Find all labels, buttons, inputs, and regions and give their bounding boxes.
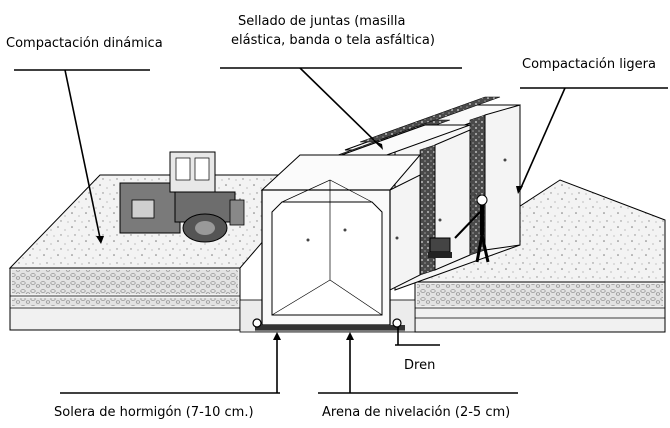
- drain-pipe-left-icon: [252, 318, 262, 328]
- label-sellado-line1: Sellado de juntas (masilla: [238, 14, 406, 29]
- label-sellado-line2: elástica, banda o tela asfáltica): [231, 33, 435, 48]
- box-culvert: [260, 96, 521, 326]
- concrete-base-solera: [255, 325, 405, 330]
- compactor-roller-icon: [119, 151, 245, 243]
- leader-arrowheads: [96, 141, 523, 340]
- label-dren: Dren: [404, 358, 436, 373]
- worker-plate-compactor-icon: [428, 194, 490, 263]
- drain-pipe-icon: [392, 318, 402, 328]
- label-arena: Arena de nivelación (2-5 cm): [322, 405, 511, 420]
- label-compactacion-ligera: Compactación ligera: [522, 57, 656, 72]
- label-solera: Solera de hormigón (7-10 cm.): [54, 405, 254, 420]
- leader-lines: [14, 67, 668, 394]
- label-compactacion-dinamica: Compactación dinámica: [6, 36, 163, 51]
